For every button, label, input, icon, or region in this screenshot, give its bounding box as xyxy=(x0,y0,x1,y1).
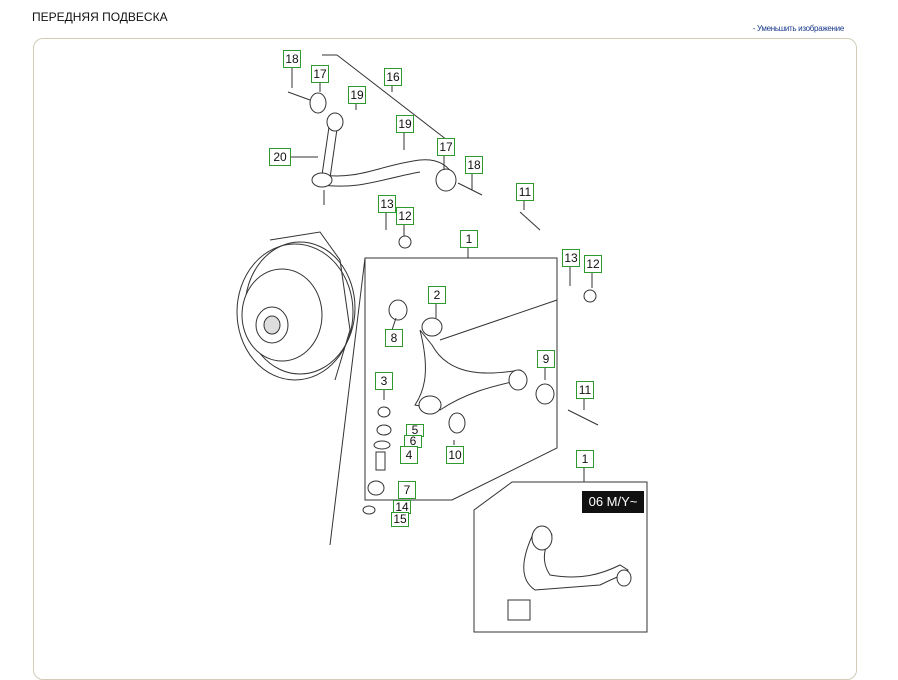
callout-label[interactable]: 15 xyxy=(391,512,409,527)
callout-label[interactable]: 9 xyxy=(537,350,555,368)
model-year-badge: 06 M/Y~ xyxy=(582,491,644,513)
callout-label[interactable]: 13 xyxy=(378,195,396,213)
callout-label[interactable]: 11 xyxy=(516,183,534,201)
brake-disc xyxy=(236,231,356,381)
callout-label[interactable]: 3 xyxy=(375,372,393,390)
page-title: ПЕРЕДНЯЯ ПОДВЕСКА xyxy=(32,10,168,24)
callout-label[interactable]: 7 xyxy=(398,481,416,499)
callout-label[interactable]: 1 xyxy=(460,230,478,248)
callout-label[interactable]: 17 xyxy=(437,138,455,156)
callout-label[interactable]: 19 xyxy=(348,86,366,104)
callout-label[interactable]: 13 xyxy=(562,249,580,267)
callout-label[interactable]: 4 xyxy=(400,446,418,464)
callout-label[interactable]: 11 xyxy=(576,381,594,399)
zoom-out-link[interactable]: - Уменьшить изображение xyxy=(752,24,845,33)
upper-arm xyxy=(321,159,456,187)
callout-label[interactable]: 16 xyxy=(384,68,402,86)
callout-label[interactable]: 12 xyxy=(584,255,602,273)
callout-label[interactable]: 19 xyxy=(396,115,414,133)
callout-label[interactable]: 1 xyxy=(576,450,594,468)
callout-label[interactable]: 18 xyxy=(283,50,301,68)
callout-label[interactable]: 17 xyxy=(311,65,329,83)
callout-label[interactable]: 18 xyxy=(465,156,483,174)
callout-label[interactable]: 12 xyxy=(396,207,414,225)
callout-label[interactable]: 10 xyxy=(446,446,464,464)
suspension-diagram xyxy=(236,54,648,633)
callout-label[interactable]: 8 xyxy=(385,329,403,347)
callout-label[interactable]: 20 xyxy=(269,148,291,166)
lower-arm xyxy=(414,329,521,411)
callout-label[interactable]: 2 xyxy=(428,286,446,304)
